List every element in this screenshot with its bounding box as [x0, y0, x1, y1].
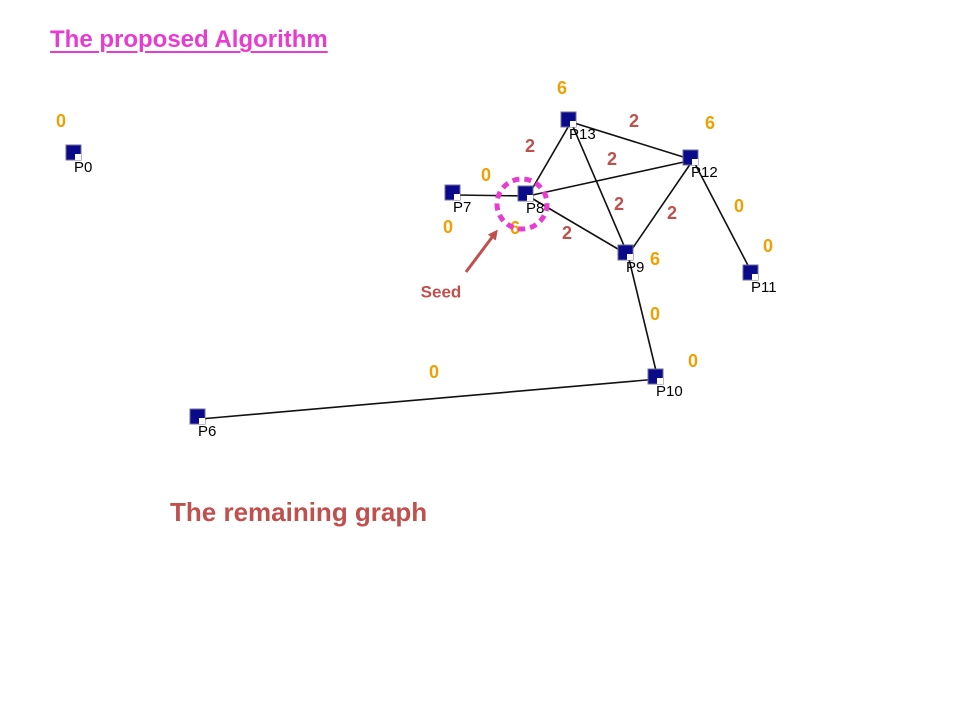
node-notch: [570, 121, 576, 127]
node-notch: [657, 378, 663, 384]
node-weight: 0: [56, 111, 66, 131]
node-p13: P13 6: [557, 78, 596, 143]
node-label: P7: [453, 199, 471, 216]
node-p8: P8 6: [510, 185, 544, 238]
edge-weight-p8-p12: 2: [607, 149, 617, 169]
edge-p12-p9: [627, 159, 694, 256]
node-weight: 0: [763, 236, 773, 256]
node-p10: P10 0: [647, 351, 698, 400]
edge-weight-p9-p10: 0: [650, 304, 660, 324]
seed-marker: Seed: [421, 176, 550, 301]
node-p0: P0 0: [56, 111, 92, 176]
edge-p8-p13: [527, 121, 572, 197]
node-label: P11: [751, 279, 777, 296]
node-notch: [199, 418, 205, 424]
node-notch: [454, 194, 460, 200]
node-weight: 0: [688, 351, 698, 371]
node-label: P13: [569, 126, 596, 143]
node-label: P12: [691, 164, 718, 181]
edge-weight-p13-p12: 2: [629, 111, 639, 131]
edge-weight-p8-p9: 2: [562, 223, 572, 243]
node-label: P10: [656, 383, 683, 400]
node-label: P8: [526, 200, 544, 217]
node-weight: 6: [557, 78, 567, 98]
edge-weight-p7-p8: 0: [481, 165, 491, 185]
node-p6: P6: [189, 408, 216, 440]
node-notch: [752, 274, 758, 280]
edge-weight-p8-p13: 2: [525, 136, 535, 156]
edge-p8-p12: [527, 159, 694, 197]
edge-weight-p13-p9: 2: [614, 194, 624, 214]
node-label: P6: [198, 423, 216, 440]
node-weight: 6: [510, 218, 520, 238]
node-weight: 0: [443, 217, 453, 237]
slide-title: The proposed Algorithm: [50, 26, 328, 53]
edge-p13-p9: [570, 121, 629, 256]
seed-arrow: [464, 229, 498, 273]
node-p12: P12 6: [682, 113, 718, 181]
node-notch: [527, 195, 533, 201]
seed-circle: [494, 176, 550, 232]
edge-weight-p12-p11: 0: [734, 196, 744, 216]
node-label: P0: [74, 159, 92, 176]
node-notch: [627, 254, 633, 260]
node-weight: 6: [650, 249, 660, 269]
edge-weight-p12-p9: 2: [667, 203, 677, 223]
node-p9: P9 6: [617, 244, 660, 276]
node-p7: P70: [443, 184, 471, 237]
node-p11: P11 0: [742, 236, 777, 296]
edge-p12-p11: [692, 159, 754, 276]
seed-label: Seed: [421, 282, 462, 301]
node-weight: 6: [705, 113, 715, 133]
node-notch: [75, 154, 81, 160]
node-notch: [692, 159, 698, 165]
edge-p9-p10: [627, 254, 659, 380]
edge-weight-p10-p6: 0: [429, 362, 439, 382]
edge-p10-p6: [199, 378, 659, 420]
caption: The remaining graph: [170, 497, 428, 527]
node-label: P9: [626, 259, 644, 276]
edge-p7-p8: [454, 194, 529, 197]
edge-p13-p12: [570, 121, 694, 161]
